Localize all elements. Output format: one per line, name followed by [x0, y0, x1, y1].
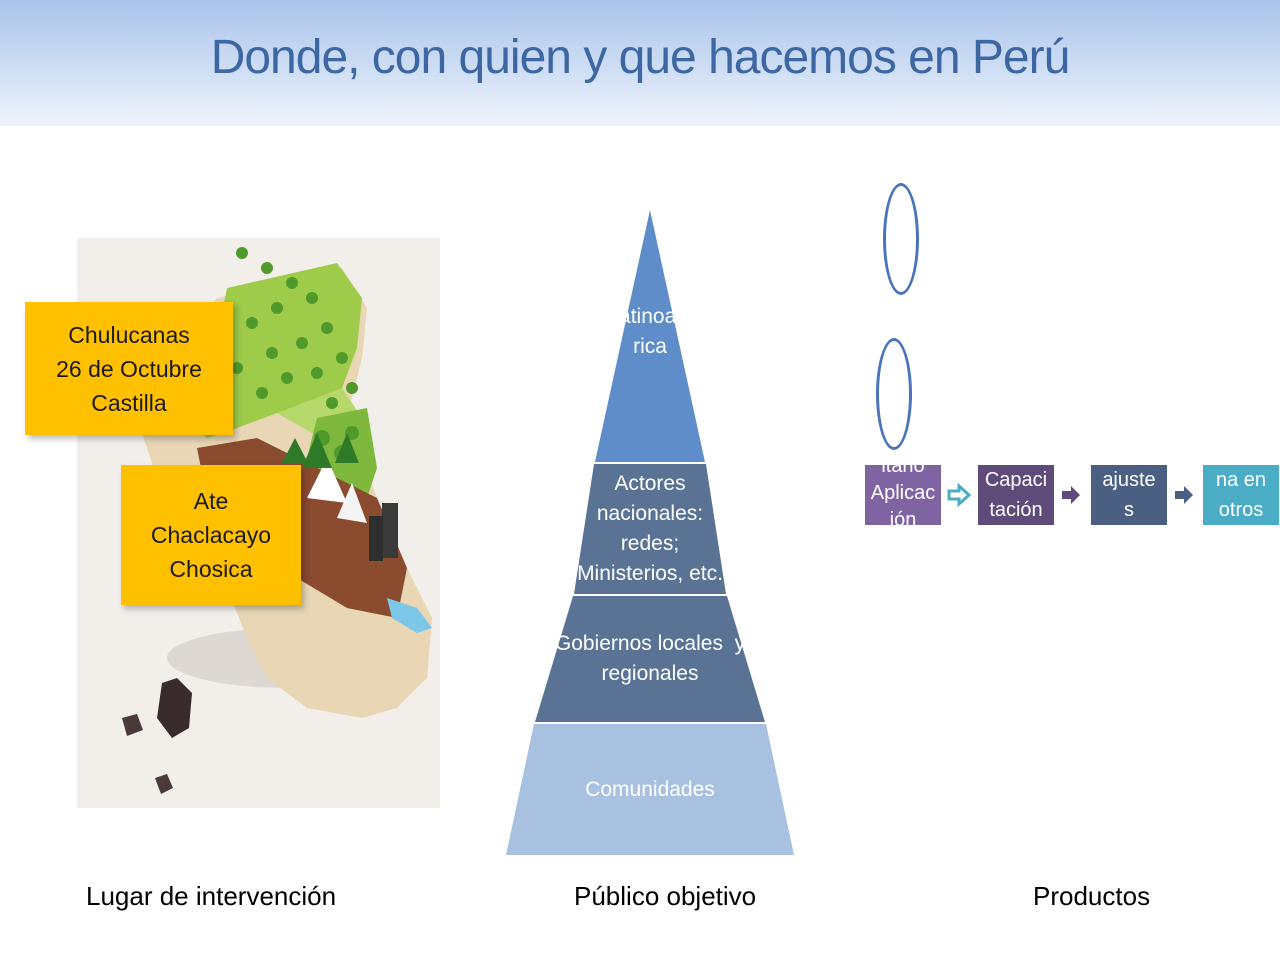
title-band [0, 0, 1280, 126]
audience-pyramid: atinoal rica Actores nacionales: redes; … [505, 210, 795, 855]
actores-line3: redes; [620, 532, 680, 555]
pyramid-label-actores: Actores nacionales: redes; Ministerios, … [550, 469, 750, 589]
ellipse-shape-top [883, 183, 919, 295]
step1-line2: Aplicac [870, 482, 936, 504]
pyramid-level-comunidades [506, 724, 794, 855]
step1-line1: itario [881, 465, 925, 477]
label-productos: Productos [1033, 881, 1151, 911]
place-chulucanas: Chulucanas [68, 321, 190, 348]
process-step-ajustes: ajuste s [1091, 465, 1167, 525]
ellipse-shape-bottom [876, 338, 912, 450]
arrow-right-icon [1175, 486, 1193, 504]
pyramid-level-actores [574, 464, 726, 594]
pyramid-level-latinoamerica [595, 210, 705, 462]
gobiernos-line2: regionales [601, 662, 699, 685]
pyramid-label-gobiernos: Gobiernos locales y regionales [525, 629, 775, 689]
comunidades-line: Comunidades [585, 778, 715, 801]
step2-line2: tación [989, 499, 1043, 521]
step2-line1: Capaci [984, 469, 1048, 491]
actores-line2: nacionales: [596, 502, 704, 525]
process-step-aplicacion: itario Aplicac ión [865, 465, 941, 525]
place-box-lima: Ate Chaclacayo Chosica [121, 465, 301, 605]
pyramid-top-line1: atinoal [619, 305, 681, 328]
place-chosica: Chosica [169, 556, 253, 582]
gobiernos-line1: Gobiernos locales y [554, 632, 746, 655]
place-ate: Ate [193, 488, 229, 514]
actores-line4: Ministerios, etc. [577, 562, 723, 585]
place-chaclacayo: Chaclacayo [150, 522, 272, 548]
arrow-right-icon [947, 483, 971, 507]
pyramid-label-top: atinoal rica [590, 302, 710, 362]
step4-line2: otros [1218, 499, 1264, 521]
actores-line1: Actores [614, 472, 686, 495]
pyramid-label-comunidades: Comunidades [525, 775, 775, 805]
step3-line1: ajuste [1102, 469, 1156, 491]
pyramid-level-gobiernos [535, 596, 765, 722]
place-box-north: Chulucanas 26 de Octubre Castilla [25, 302, 233, 435]
process-step-capacitacion: Capaci tación [978, 465, 1054, 525]
place-castilla: Castilla [91, 389, 167, 416]
label-lugar: Lugar de intervención [86, 881, 337, 911]
step3-line2: s [1124, 499, 1134, 521]
place-26-de-octubre: 26 de Octubre [56, 355, 202, 382]
pyramid-top-line2: rica [633, 335, 667, 358]
step4-line1: na en [1215, 469, 1267, 491]
slide-title: Donde, con quien y que hacemos en Perú [210, 31, 1071, 84]
arrow-right-icon [1062, 486, 1080, 504]
process-step-replica: na en otros [1203, 465, 1279, 525]
step1-line3: ión [889, 509, 917, 525]
label-publico: Público objetivo [574, 881, 757, 911]
